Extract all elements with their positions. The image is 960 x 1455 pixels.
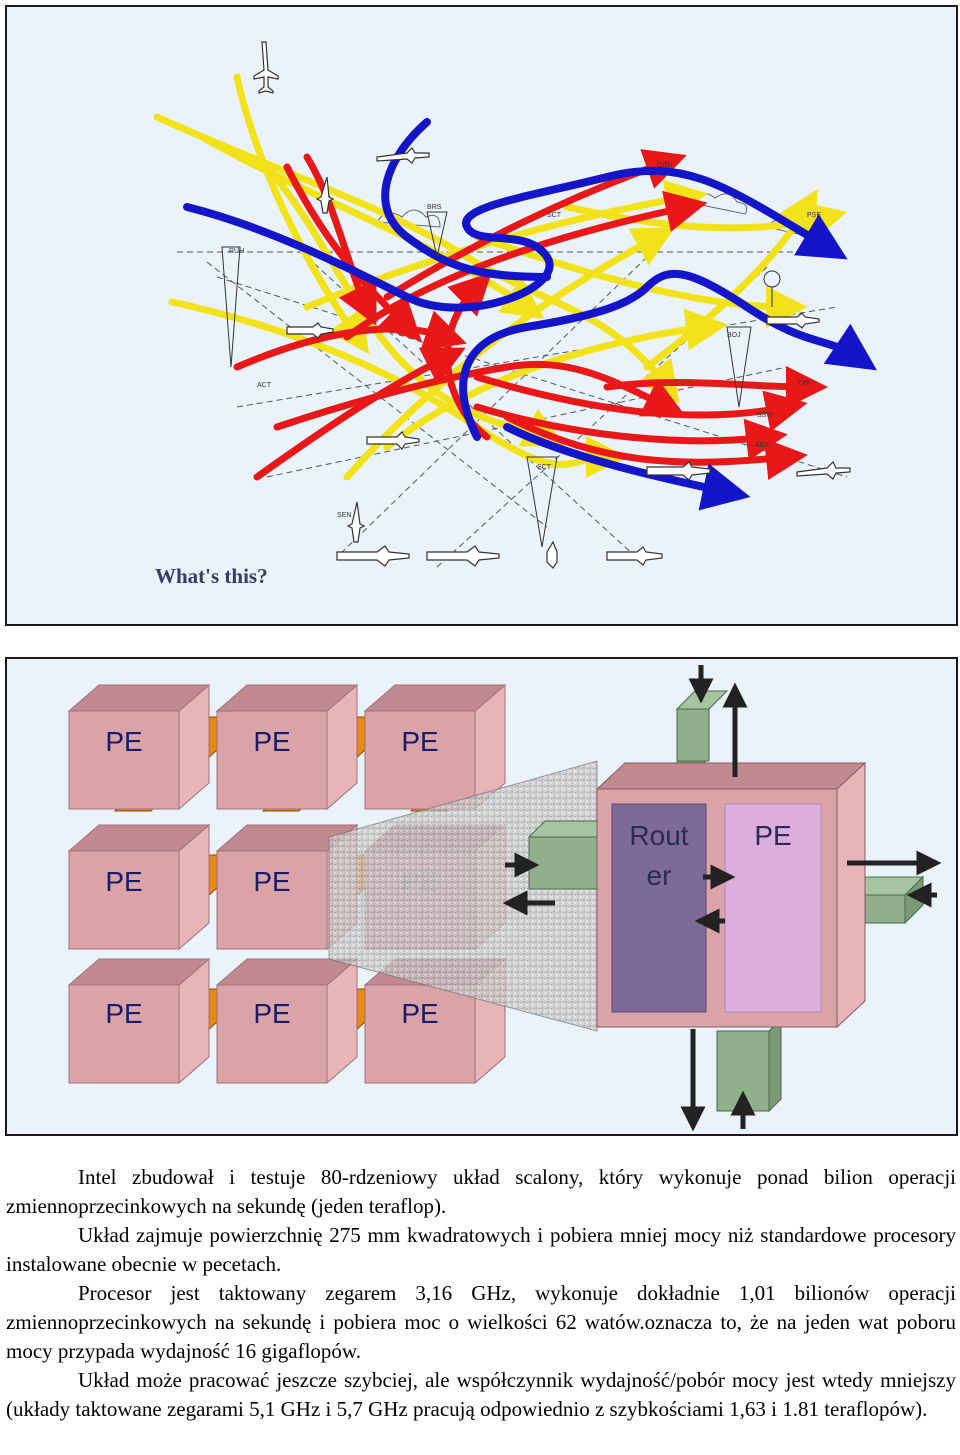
svg-text:ORU: ORU: [657, 162, 673, 169]
pe-cube: PE: [67, 683, 211, 811]
router-label-line1: Rout: [629, 820, 688, 851]
pe-mesh-diagram: PE PE PE PE: [5, 657, 958, 1136]
pe-label: PE: [105, 866, 142, 897]
svg-text:SSW: SSW: [757, 412, 773, 419]
article-text: Intel zbudował i testuje 80-rdzeniowy uk…: [6, 1163, 956, 1424]
pe-label: PE: [253, 866, 290, 897]
svg-text:SCT: SCT: [547, 212, 562, 219]
router-block: [611, 803, 707, 1013]
pe-mesh-drawing: PE PE PE PE: [67, 665, 942, 1132]
pe-label: PE: [105, 998, 142, 1029]
pe-grid: PE PE PE PE: [67, 683, 507, 1085]
svg-text:BRS: BRS: [427, 204, 442, 211]
pe-label: PE: [401, 726, 438, 757]
svg-text:SEN: SEN: [337, 512, 351, 519]
pe-label: PE: [401, 998, 438, 1029]
pe-cube: PE: [215, 683, 359, 811]
pe-cube: PE: [215, 957, 359, 1085]
pe-label: PE: [253, 998, 290, 1029]
airplane-silhouettes: [253, 41, 851, 569]
zoom-projection: [328, 760, 598, 1032]
svg-text:SCT: SCT: [537, 464, 552, 471]
red-flight-paths: [233, 149, 828, 481]
paragraph: Procesor jest taktowany zegarem 3,16 GHz…: [6, 1281, 956, 1363]
svg-text:PSE: PSE: [807, 212, 821, 219]
paragraph: Układ zajmuje powierzchnię 275 mm kwadra…: [6, 1223, 956, 1276]
router-pe-label: PE: [754, 820, 791, 851]
svg-text:ACT: ACT: [257, 382, 272, 389]
air-traffic-illustration: RUH BRS SCT SCT BOJ TXK SSW ABX PSE ORU …: [5, 5, 958, 626]
air-traffic-drawing: RUH BRS SCT SCT BOJ TXK SSW ABX PSE ORU …: [153, 41, 877, 588]
pe-cube: PE: [363, 683, 507, 811]
router-label-line2: er: [647, 860, 672, 891]
svg-text:ABX: ABX: [755, 442, 769, 449]
paragraph: Intel zbudował i testuje 80-rdzeniowy uk…: [6, 1165, 956, 1218]
data-flow-arrows: [502, 665, 942, 1132]
paragraph: Układ może pracować jeszcze szybciej, al…: [6, 1368, 956, 1421]
pe-cube: PE: [67, 823, 211, 951]
svg-text:TXK: TXK: [797, 380, 811, 387]
pe-label: PE: [105, 726, 142, 757]
pe-cube: PE: [67, 957, 211, 1085]
svg-text:RUH: RUH: [229, 248, 244, 255]
illustration-caption: What's this?: [155, 564, 268, 588]
tiny-map-labels: RUH BRS SCT SCT BOJ TXK SSW ABX PSE ORU …: [229, 162, 821, 519]
router-pe-block: [724, 803, 822, 1013]
router-cube: Rout er PE: [595, 761, 867, 1029]
svg-text:BOJ: BOJ: [727, 332, 741, 339]
parachute-cones: [221, 211, 781, 548]
pe-label: PE: [253, 726, 290, 757]
